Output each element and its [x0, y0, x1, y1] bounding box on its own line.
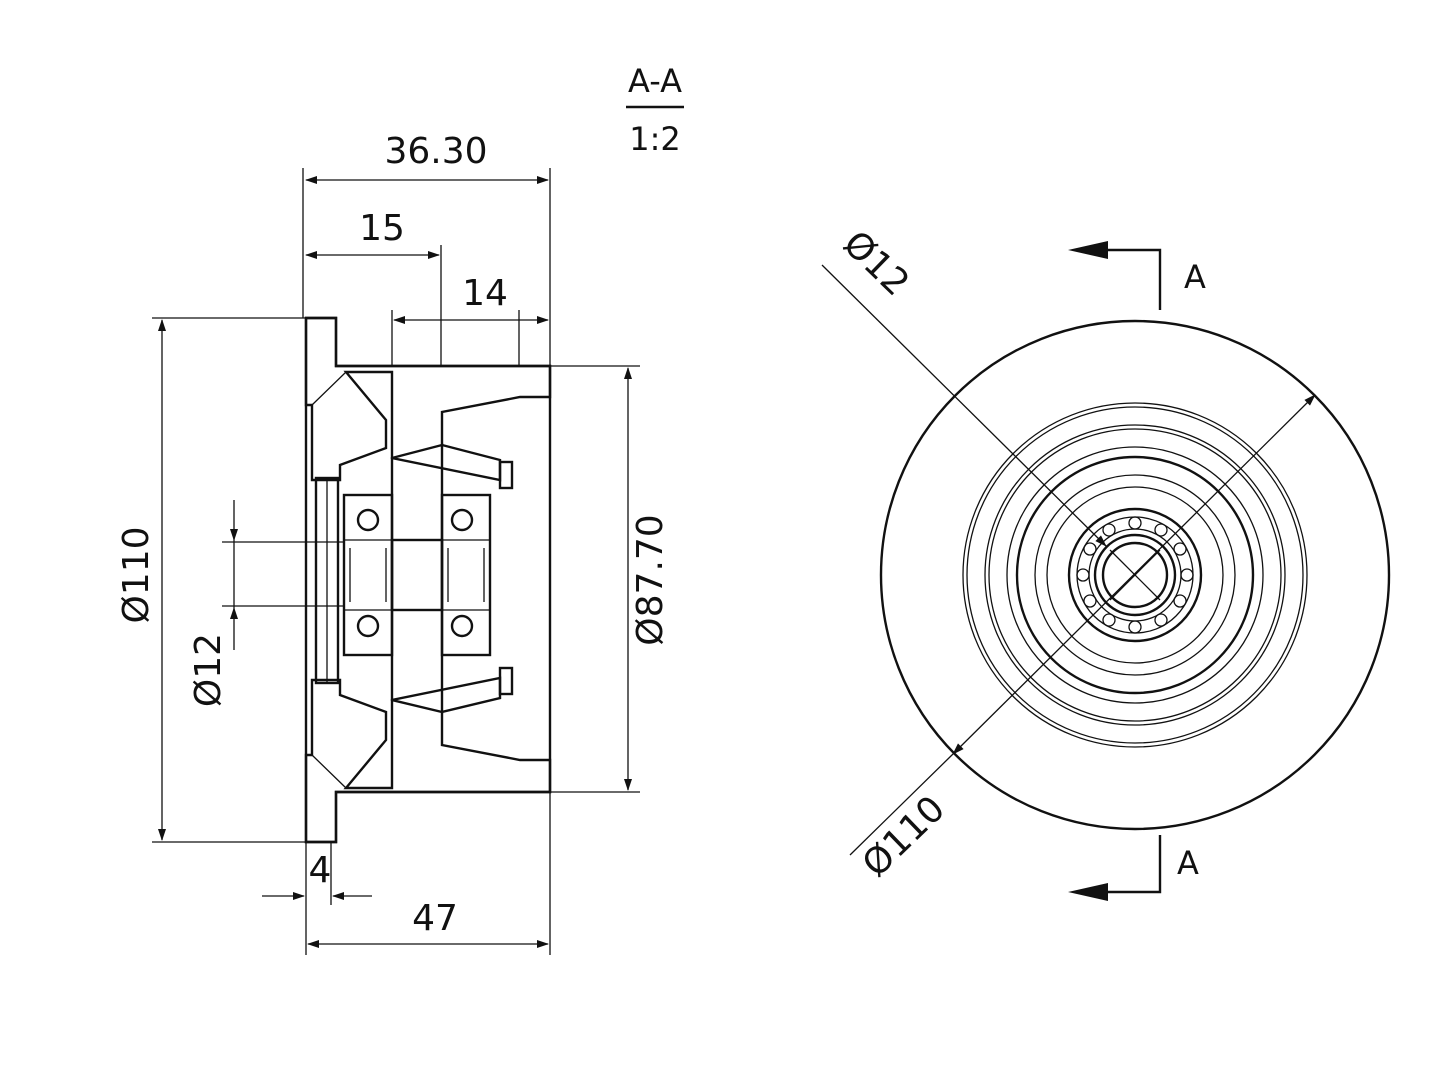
dim-hub-length-text: 15 [359, 208, 405, 249]
bearing-ball [1128, 620, 1142, 634]
dim-flange-thickness: 4 [262, 850, 372, 900]
bearing-ball [1173, 542, 1187, 556]
dim-overall-length-top-text: 36.30 [384, 131, 487, 172]
wheel-body-lower-section [304, 676, 552, 844]
front-dim-bore-text: Ø12 [835, 223, 917, 304]
bearing-spacer [390, 538, 444, 612]
dim-groove-diameter-text: Ø87.70 [630, 514, 671, 645]
dim-groove-length: 14 [393, 273, 549, 324]
section-label: A-A 1:2 [626, 62, 684, 158]
bearing-ball [1128, 516, 1142, 530]
section-marker-bottom: A [1068, 835, 1199, 901]
wheel-body-upper-section [304, 316, 552, 482]
bearing-ball [1154, 613, 1168, 627]
wheel-outline [304, 316, 552, 844]
bearing-left [342, 493, 394, 657]
bearing-ball [1102, 613, 1116, 627]
bearing-ball [1083, 594, 1097, 608]
dim-outer-diameter: Ø110 [116, 319, 166, 841]
dim-groove-diameter: Ø87.70 [624, 367, 671, 791]
bearing-ball [1173, 594, 1187, 608]
section-scale: 1:2 [629, 120, 681, 158]
dim-hub-length: 15 [305, 208, 440, 259]
dim-overall-length-top: 36.30 [305, 131, 549, 184]
bearing-ball [1102, 523, 1116, 537]
groove-profile-lower [311, 712, 387, 789]
bearing-ball [1076, 568, 1090, 582]
bearing-ball [1083, 542, 1097, 556]
section-marker-bottom-text: A [1177, 844, 1199, 882]
groove-profile-upper [311, 371, 387, 448]
dim-groove-length-text: 14 [462, 273, 508, 314]
dim-bore-diameter: Ø12 [188, 500, 238, 707]
front-dim-bore: Ø12 [821, 223, 1107, 547]
nub-lower [498, 666, 514, 696]
hub-section [390, 443, 444, 714]
dim-flange-thickness-text: 4 [309, 850, 332, 891]
section-marker-top: A [1068, 241, 1206, 310]
dim-overall-length-bottom: 47 [307, 898, 549, 948]
nub-upper [498, 460, 514, 490]
dim-overall-length-bottom-text: 47 [412, 898, 458, 939]
front-view: Ø12 Ø110 A A [821, 223, 1391, 901]
bearing-ball [1180, 568, 1194, 582]
bearing-right [440, 493, 492, 657]
section-view: 36.30 15 14 Ø110 Ø87.70 [116, 131, 671, 955]
dim-outer-diameter-text: Ø110 [116, 526, 157, 623]
section-title: A-A [628, 62, 682, 100]
section-marker-top-text: A [1184, 258, 1206, 296]
outer-rim-circle [879, 319, 1391, 831]
dim-bore-diameter-text: Ø12 [188, 633, 229, 707]
bearing-ball [1154, 523, 1168, 537]
